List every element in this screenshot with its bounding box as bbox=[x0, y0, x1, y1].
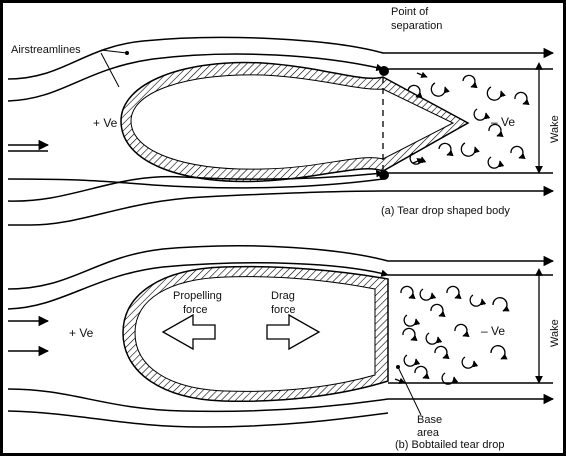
drag-label-2: force bbox=[271, 304, 295, 316]
eddy bbox=[493, 298, 507, 311]
base-area-label-2: area bbox=[417, 427, 440, 439]
eddy bbox=[463, 75, 475, 87]
eddy bbox=[461, 143, 475, 156]
propelling-label-1: Propelling bbox=[173, 290, 222, 302]
eddy bbox=[431, 83, 445, 96]
airstreamlines-leader-2 bbox=[101, 53, 119, 87]
base-area-leader bbox=[398, 367, 421, 415]
point-of-separation-label-2: separation bbox=[391, 20, 442, 32]
eddy bbox=[439, 143, 451, 155]
eddy bbox=[404, 355, 416, 366]
point-of-separation-label-1: Point of bbox=[391, 6, 429, 18]
separation-point-bottom bbox=[379, 170, 389, 180]
bobtailed-diagram: Propelling force Drag force + Ve – Ve Wa… bbox=[8, 246, 561, 451]
streamline bbox=[8, 411, 388, 427]
wake-label: Wake bbox=[549, 319, 561, 347]
propelling-label-2: force bbox=[183, 304, 207, 316]
airflow-diagram: Point of separation Airstreamlines + Ve … bbox=[3, 3, 563, 453]
eddy bbox=[420, 289, 432, 300]
eddy bbox=[415, 366, 427, 378]
drag-label-1: Drag bbox=[271, 290, 295, 302]
eddy bbox=[404, 315, 416, 326]
eddy bbox=[431, 304, 443, 316]
eddy bbox=[462, 357, 474, 368]
eddy bbox=[491, 346, 505, 359]
eddy bbox=[488, 157, 500, 168]
eddy bbox=[435, 346, 447, 358]
pos-pressure-label: + Ve bbox=[69, 326, 94, 340]
streamline bbox=[8, 179, 383, 188]
eddy bbox=[474, 109, 486, 120]
bottom-caption: (b) Bobtailed tear drop bbox=[395, 439, 504, 451]
eddy bbox=[470, 295, 482, 306]
base-area-dot bbox=[396, 365, 400, 369]
eddy bbox=[515, 92, 527, 104]
neg-pressure-label: – Ve bbox=[481, 324, 505, 338]
base-area-label-1: Base bbox=[417, 414, 442, 426]
eddy bbox=[487, 87, 501, 100]
eddy bbox=[403, 328, 415, 340]
airstreamlines-leader bbox=[101, 50, 127, 53]
neg-pressure-label: – Ve bbox=[491, 115, 515, 129]
eddy bbox=[447, 286, 459, 298]
eddy bbox=[455, 324, 467, 336]
eddy bbox=[417, 73, 427, 77]
tear-drop-diagram: Point of separation Airstreamlines + Ve … bbox=[8, 6, 561, 225]
pos-pressure-label: + Ve bbox=[93, 116, 118, 130]
wake-label: Wake bbox=[549, 115, 561, 143]
eddy bbox=[511, 146, 523, 158]
separation-point-top bbox=[379, 66, 389, 76]
top-caption: (a) Tear drop shaped body bbox=[381, 205, 510, 217]
eddy bbox=[426, 333, 438, 344]
eddy bbox=[401, 286, 413, 298]
airstreamlines-label: Airstreamlines bbox=[11, 44, 81, 56]
airstreamlines-dot bbox=[125, 51, 129, 55]
